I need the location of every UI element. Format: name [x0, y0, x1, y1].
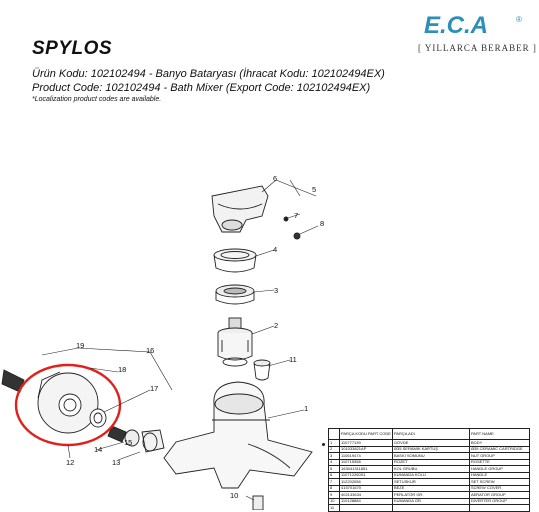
- part-diverter: [252, 495, 264, 510]
- callout-6: 6: [273, 174, 277, 183]
- callout-17: 17: [150, 384, 158, 393]
- part-nut: [215, 284, 255, 305]
- table-cell-code: [339, 504, 393, 512]
- logo-text: E.C.A: [424, 12, 488, 38]
- callout-7: 7: [294, 211, 298, 220]
- table-cell-no: 11: [328, 504, 340, 512]
- table-header: PARÇA KODU PART CODE PARÇA ADI PART NAME: [328, 428, 531, 440]
- col-part-name-tr: PARÇA ADI: [391, 428, 470, 440]
- part-rosette: [213, 248, 257, 273]
- callout-13: 13: [112, 458, 120, 467]
- eca-logo: E.C.A ® [ YILLARCA BERABER ]: [418, 12, 536, 56]
- callout-3: 3: [274, 286, 278, 295]
- part-screw-cover: [293, 232, 301, 240]
- callout-15: 15: [124, 438, 132, 447]
- part-set-screw: [283, 216, 289, 222]
- callout-12: 12: [66, 458, 74, 467]
- part-handle: [211, 185, 269, 233]
- table-cell-tr: [391, 504, 470, 512]
- row-marker: [322, 443, 325, 446]
- callout-1: 1: [304, 404, 308, 413]
- part-flange: [37, 371, 99, 434]
- localization-note: *Localization product codes are availabl…: [32, 96, 162, 103]
- series-title: SPYLOS: [32, 38, 113, 59]
- callout-11: 11: [289, 355, 297, 364]
- part-washer: [89, 408, 107, 428]
- product-code-en: Product Code: 102102494 - Bath Mixer (Ex…: [32, 82, 371, 94]
- part-aerator: [253, 359, 271, 381]
- col-part-name-en: PART NAME: [468, 428, 531, 440]
- callout-5: 5: [312, 185, 316, 194]
- callout-10: 10: [230, 491, 238, 500]
- exploded-view-drawing: 6 5 7 8 4 3 2 11 1 19 16 18 17 14 15 12 …: [1, 174, 324, 510]
- callout-18: 18: [118, 365, 126, 374]
- callout-numbers: 6 5 7 8 4 3 2 11 1 19 16 18 17 14 15 12 …: [66, 174, 324, 500]
- callout-8: 8: [320, 219, 324, 228]
- part-body: [163, 381, 313, 489]
- table-cell-en: [468, 504, 531, 512]
- logo-slogan: [ YILLARCA BERABER ]: [418, 43, 537, 53]
- callout-14: 14: [94, 445, 102, 454]
- callout-4: 4: [273, 245, 277, 254]
- callout-2: 2: [274, 321, 278, 330]
- part-s-union-right: [107, 425, 165, 453]
- callout-19: 19: [76, 341, 84, 350]
- col-no: [328, 428, 340, 440]
- col-part-code: PARÇA KODU PART CODE: [339, 428, 393, 440]
- registered-mark: ®: [516, 15, 522, 24]
- product-code-tr: Ürün Kodu: 102102494 - Banyo Bataryası (…: [32, 68, 385, 80]
- eca-logo-mark: E.C.A ®: [420, 12, 526, 38]
- table-row: 11: [328, 504, 531, 512]
- part-s-union-left: [1, 369, 25, 393]
- parts-table: PARÇA KODU PART CODE PARÇA ADI PART NAME…: [328, 428, 531, 512]
- part-cartridge: [217, 317, 253, 367]
- leader-lines: [41, 179, 319, 501]
- callout-16: 16: [146, 346, 154, 355]
